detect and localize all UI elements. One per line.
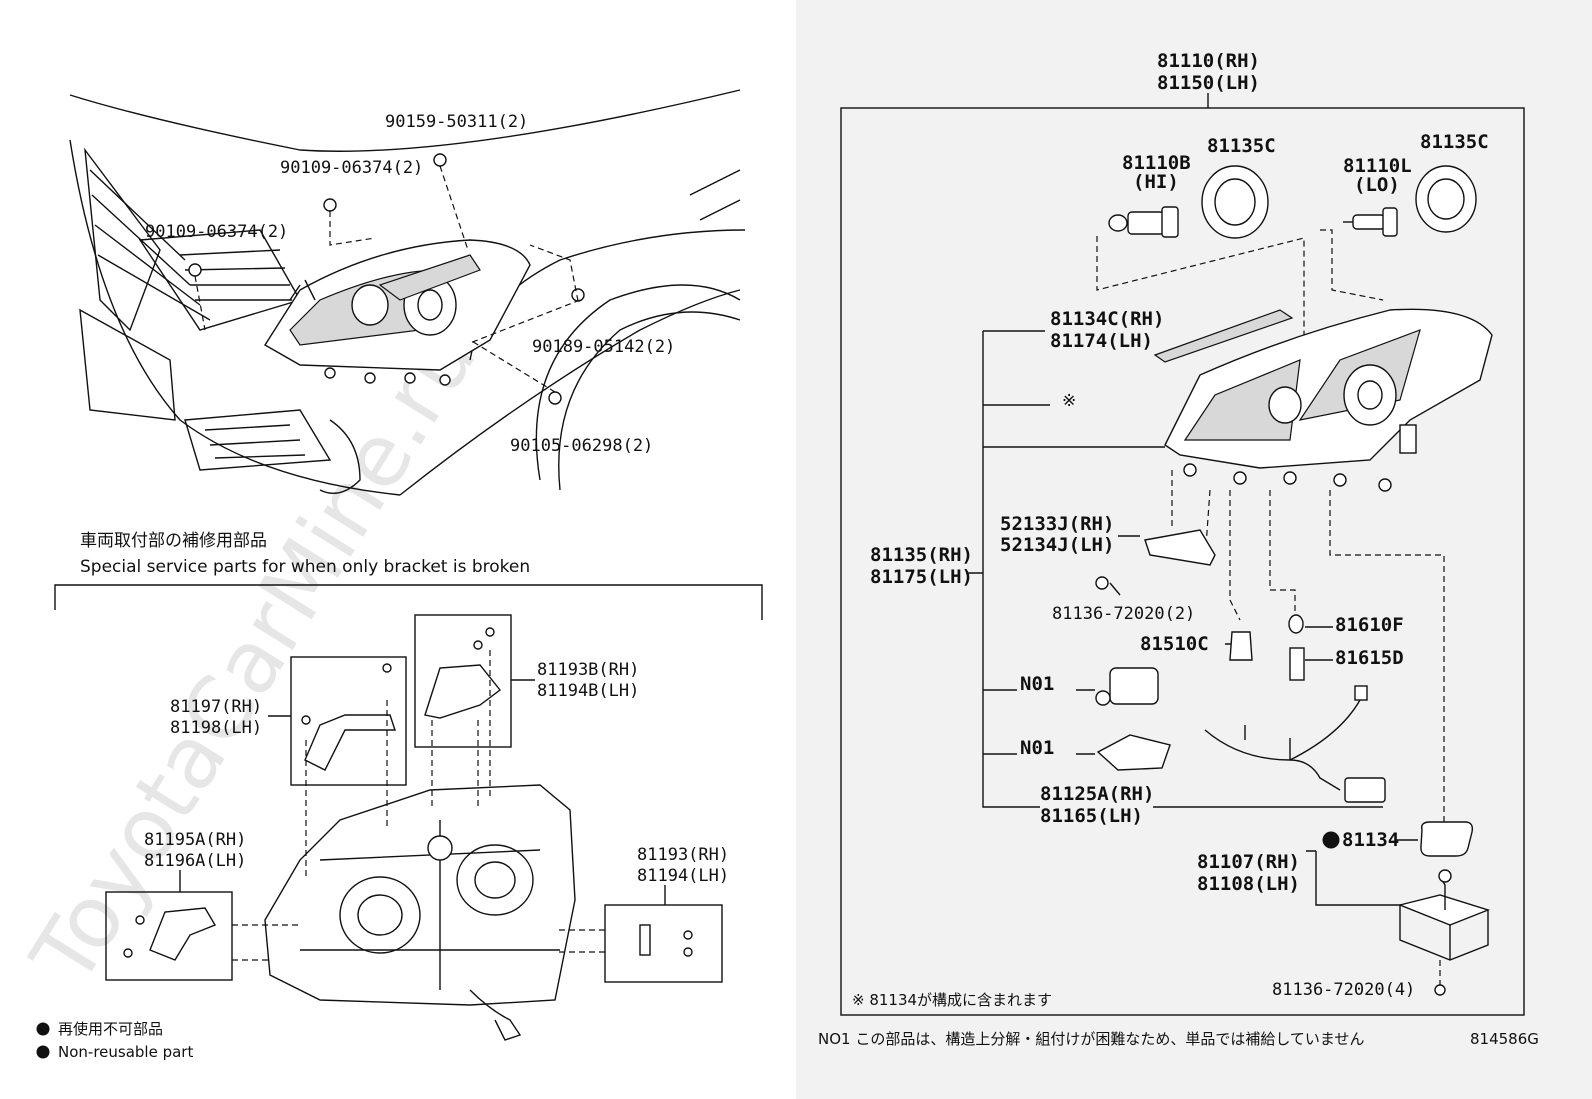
- leveling-motor-icon: [1095, 667, 1159, 706]
- wiring-harness-icon: [1204, 685, 1386, 803]
- callout-81107: 81107(RH): [1197, 851, 1300, 873]
- bracket-callouts: 81197(RH) 81198(LH) 81193B(RH) 81194B(LH…: [144, 660, 729, 886]
- callout-90109-06374-b: 90109-06374(2): [145, 222, 288, 242]
- callout-81135: 81135(RH): [870, 544, 973, 566]
- side-bracket-icon: [1144, 529, 1216, 566]
- bulb-81510C-icon: [1229, 631, 1253, 661]
- callout-81135C-a: 81135C: [1207, 135, 1276, 157]
- callout-90109-06374-a: 90109-06374(2): [280, 158, 423, 178]
- footer-code: 814586G: [1470, 1030, 1539, 1048]
- callout-81197: 81197(RH): [170, 697, 262, 717]
- callout-90159-50311: 90159-50311(2): [385, 112, 528, 132]
- dust-cap-a-icon: [1201, 165, 1269, 239]
- callout-81610F: 81610F: [1335, 614, 1404, 636]
- callout-81196A: 81196A(LH): [144, 851, 246, 871]
- molding-icon: [1153, 309, 1294, 363]
- callout-81108: 81108(LH): [1197, 873, 1300, 895]
- legend: 再使用不可部品 Non-reusable part: [36, 1020, 193, 1061]
- callout-81134C: 81134C(RH): [1050, 308, 1164, 330]
- bulb-81610F-icon: [1288, 614, 1304, 634]
- callout-hi-tag: (HI): [1133, 171, 1179, 193]
- right-parts: [1095, 165, 1493, 996]
- callout-N01-a: N01: [1020, 673, 1054, 695]
- callout-81615D: 81615D: [1335, 647, 1404, 669]
- headlamp-assembly-icon: [1164, 308, 1493, 492]
- callout-81110: 81110(RH): [1157, 50, 1260, 72]
- callout-81193: 81193(RH): [637, 845, 729, 865]
- callout-81110B: 81110B: [1122, 152, 1191, 174]
- callout-81198: 81198(LH): [170, 718, 262, 738]
- gasket-81134-icon: [1420, 821, 1474, 857]
- right-callouts: 81110(RH) 81150(LH) 81110B (HI) 81135C 8…: [852, 50, 1489, 1009]
- non-reusable-81134-icon: [1322, 831, 1340, 849]
- dust-cap-b-icon: [1415, 165, 1477, 233]
- callout-lo-tag: (LO): [1354, 174, 1400, 196]
- callout-81125A: 81125A(RH): [1040, 783, 1154, 805]
- screw-icon-b: [1434, 984, 1446, 996]
- callout-81510C: 81510C: [1140, 633, 1209, 655]
- callout-81136-72020-4: 81136-72020(4): [1272, 980, 1415, 1000]
- callout-52134J: 52134J(LH): [1000, 534, 1114, 556]
- callout-81175: 81175(LH): [870, 566, 973, 588]
- car-front-illustration: [69, 89, 746, 496]
- legend-en: Non-reusable part: [58, 1043, 193, 1061]
- callout-81136-72020-2: 81136-72020(2): [1052, 604, 1195, 624]
- screw-icon-a: [1095, 576, 1109, 590]
- legend-jp: 再使用不可部品: [58, 1020, 163, 1038]
- bracket-section-frame: [54, 584, 763, 620]
- non-reusable-marker-icon: [36, 1022, 50, 1036]
- bracket-parts: [105, 614, 723, 1041]
- left-callouts: 90159-50311(2) 90109-06374(2) 90109-0637…: [145, 112, 675, 456]
- note-81134-included: ※ 81134が構成に含まれます: [852, 991, 1052, 1009]
- callout-81195A: 81195A(RH): [144, 830, 246, 850]
- callout-81194: 81194(LH): [637, 866, 729, 886]
- callout-81165: 81165(LH): [1040, 805, 1143, 827]
- callout-81134: 81134: [1342, 829, 1399, 851]
- socket-81615D-icon: [1289, 647, 1305, 681]
- callout-90105-06298: 90105-06298(2): [510, 436, 653, 456]
- callout-52133J: 52133J(RH): [1000, 513, 1114, 535]
- callout-81193B: 81193B(RH): [537, 660, 639, 680]
- bracket-section-title-en: Special service parts for when only brac…: [80, 557, 530, 577]
- callout-90189-05142: 90189-05142(2): [532, 337, 675, 357]
- callout-81110L: 81110L: [1343, 155, 1412, 177]
- right-assembly-lines: [840, 93, 1525, 1016]
- bracket-section-title-jp: 車両取付部の補修用部品: [80, 531, 267, 551]
- ballast-icon: [1096, 734, 1171, 771]
- lo-bulb-icon: [1343, 207, 1398, 237]
- callout-81150: 81150(LH): [1157, 72, 1260, 94]
- callout-ref-mark: ※: [1062, 391, 1076, 411]
- footer-note: NO1 この部品は、構造上分解・組付けが困難なため、単品では補給していません: [818, 1030, 1364, 1048]
- callout-81135C-b: 81135C: [1420, 131, 1489, 153]
- non-reusable-marker-icon-2: [36, 1045, 50, 1059]
- callout-81194B: 81194B(LH): [537, 681, 639, 701]
- hi-bulb-icon: [1108, 206, 1179, 238]
- callout-81174: 81174(LH): [1050, 330, 1153, 352]
- callout-N01-b: N01: [1020, 737, 1054, 759]
- ballast-module-icon: [1397, 869, 1491, 961]
